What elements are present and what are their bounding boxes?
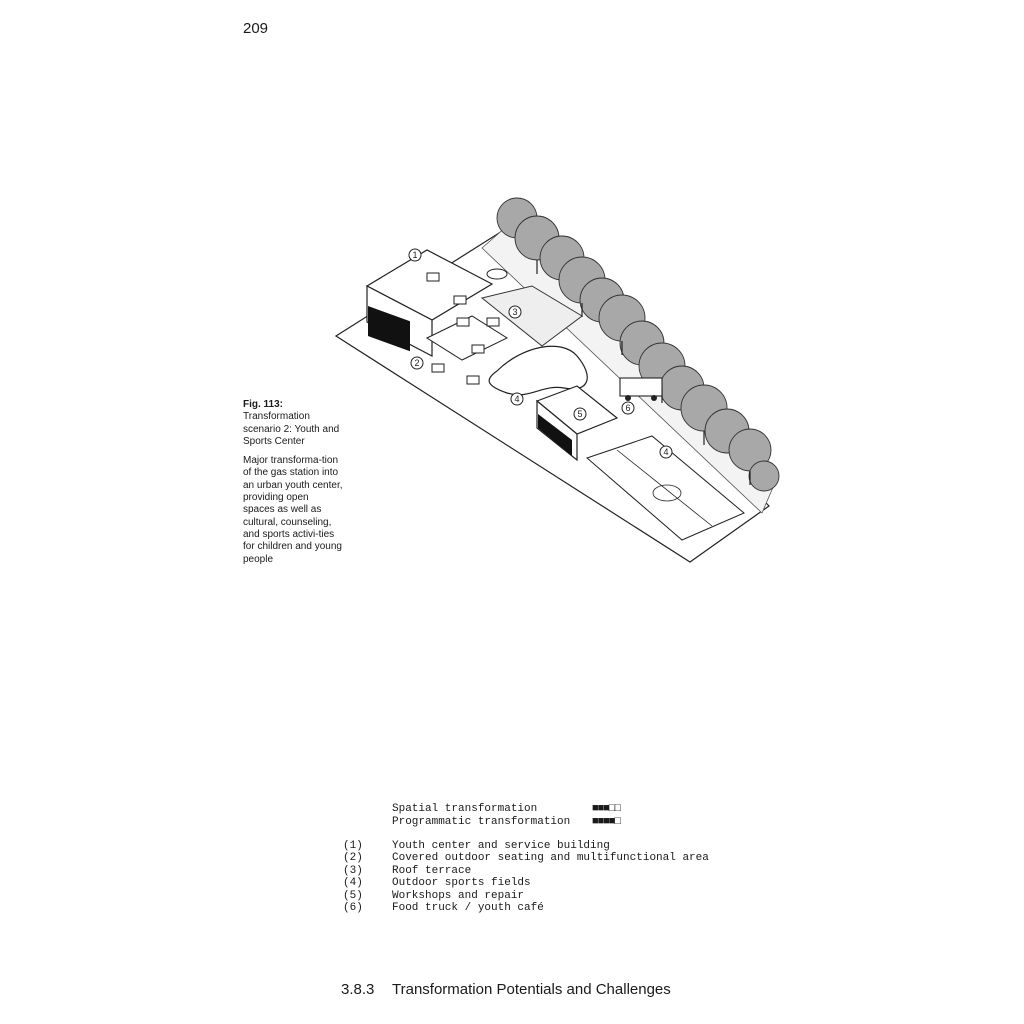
rating-row: Spatial transformation ■■■□□ <box>392 803 621 816</box>
main-building-windows <box>368 306 410 352</box>
legend-text: Roof terrace <box>392 864 472 877</box>
marker-1-label: 1 <box>412 250 417 260</box>
tree-row <box>496 197 780 492</box>
legend-number: (1) <box>343 840 363 852</box>
legend-number: (5) <box>343 889 363 902</box>
marker-5-label: 5 <box>577 409 582 419</box>
legend-number: (6) <box>343 902 363 915</box>
figure-title: Transformation scenario 2: Youth and Spo… <box>243 411 340 447</box>
figure-label: Fig. 113: <box>243 399 284 410</box>
legend-number: (3) <box>343 864 363 877</box>
legend-item: (3) Roof terrace <box>343 865 709 877</box>
legend-item: (1) Youth center and service building <box>343 840 709 852</box>
roof-terrace <box>480 285 583 347</box>
figure-caption: Fig. 113: Transformation scenario 2: You… <box>243 399 343 566</box>
water-tower <box>486 268 508 280</box>
tables <box>426 272 500 385</box>
legend-text: Workshops and repair <box>392 889 525 902</box>
marker-3-label: 3 <box>512 307 517 317</box>
section-title: Transformation Potentials and Challenges <box>392 981 671 998</box>
rating-row: Programmatic transformation ■■■■□ <box>392 815 621 829</box>
marker-4b-label: 4 <box>663 447 668 457</box>
marker-4a-label: 4 <box>514 394 519 404</box>
axonometric-illustration: 1 2 3 4 5 6 4 <box>334 197 780 563</box>
rating-label: Programmatic transformation <box>392 815 571 828</box>
marker-2 <box>410 356 424 370</box>
marker-3 <box>508 305 522 319</box>
section-heading: 3.8.3 Transformation Potentials and Chal… <box>341 981 671 998</box>
marker-6 <box>621 401 635 415</box>
markers <box>408 248 673 459</box>
figure-description: Major transforma-tion of the gas station… <box>243 455 343 565</box>
legend-text: Covered outdoor seating and multifunctio… <box>392 852 709 865</box>
transformation-ratings: Spatial transformation ■■■□□ Programmati… <box>392 803 621 829</box>
rating-label: Spatial transformation <box>392 803 538 815</box>
section-number: 3.8.3 <box>341 981 375 998</box>
legend-item: (2) Covered outdoor seating and multifun… <box>343 852 709 864</box>
marker-4b <box>659 445 673 459</box>
marker-6-label: 6 <box>625 403 630 413</box>
food-truck <box>619 377 663 397</box>
legend-number: (2) <box>343 852 363 865</box>
rating-bar: ■■■■□ <box>592 815 621 828</box>
sports-court <box>586 435 745 541</box>
legend-item: (6) Food truck / youth café <box>343 902 709 914</box>
legend-text: Food truck / youth café <box>392 902 544 915</box>
marker-2-label: 2 <box>414 358 419 368</box>
legend-item: (4) Outdoor sports fields <box>343 877 709 889</box>
legend-text: Youth center and service building <box>392 840 610 852</box>
legend-item: (5) Workshops and repair <box>343 890 709 902</box>
rating-bar: ■■■□□ <box>592 803 621 815</box>
page-number: 209 <box>243 20 269 37</box>
workshop-windows <box>538 414 572 456</box>
figure-legend: (1) Youth center and service building (2… <box>343 840 709 914</box>
marker-5 <box>573 407 587 421</box>
marker-1 <box>408 248 422 262</box>
legend-text: Outdoor sports fields <box>392 877 531 890</box>
marker-4a <box>510 392 524 406</box>
skate-bowl <box>488 345 588 396</box>
legend-number: (4) <box>343 877 363 890</box>
